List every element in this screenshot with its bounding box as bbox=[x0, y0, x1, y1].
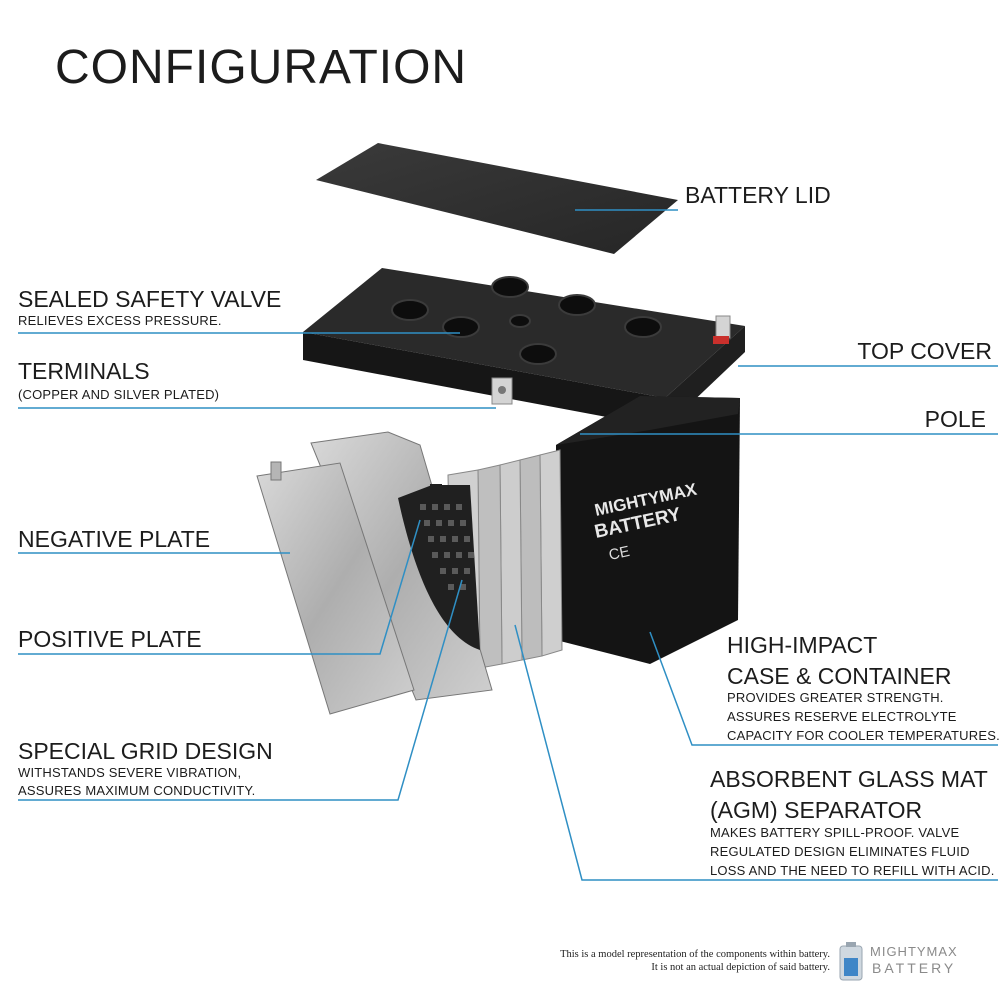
negative-plate bbox=[256, 461, 415, 715]
page-title: CONFIGURATION bbox=[55, 41, 468, 94]
logo-text-battery: BATTERY bbox=[872, 960, 957, 976]
battery-logo-icon bbox=[839, 942, 863, 981]
case-description-2: ASSURES RESERVE ELECTROLYTE bbox=[727, 709, 957, 724]
label-high-impact: HIGH-IMPACT bbox=[727, 632, 878, 658]
label-terminals: TERMINALS bbox=[18, 358, 150, 384]
svg-text:CE: CE bbox=[607, 543, 631, 564]
battery-case: MIGHTYMAX BATTERY CE bbox=[556, 396, 740, 664]
label-case-container: CASE & CONTAINER bbox=[727, 663, 952, 689]
label-sealed-safety-valve: SEALED SAFETY VALVE bbox=[18, 286, 282, 312]
grid-design-description-1: WITHSTANDS SEVERE VIBRATION, bbox=[18, 765, 242, 780]
footer-line-1: This is a model representation of the co… bbox=[560, 949, 830, 960]
label-positive-plate: POSITIVE PLATE bbox=[18, 626, 202, 652]
terminals-description: (COPPER AND SILVER PLATED) bbox=[18, 387, 220, 402]
case-description-1: PROVIDES GREATER STRENGTH. bbox=[727, 690, 944, 705]
sealed-safety-valve-description: RELIEVES EXCESS PRESSURE. bbox=[18, 313, 222, 328]
label-agm-separator: (AGM) SEPARATOR bbox=[710, 797, 923, 823]
label-battery-lid: BATTERY LID bbox=[685, 182, 831, 208]
logo-text-mightymax: MIGHTYMAX bbox=[870, 944, 958, 959]
label-special-grid-design: SPECIAL GRID DESIGN bbox=[18, 738, 273, 764]
top-cover bbox=[303, 268, 745, 428]
agm-description-1: MAKES BATTERY SPILL-PROOF. VALVE bbox=[710, 825, 960, 840]
footer-disclaimer: This is a model representation of the co… bbox=[560, 948, 830, 974]
footer-line-2: It is not an actual depiction of said ba… bbox=[651, 962, 830, 974]
leader-lines bbox=[18, 209, 998, 881]
label-top-cover: TOP COVER bbox=[857, 338, 992, 364]
label-pole: POLE bbox=[924, 406, 986, 432]
battery-lid bbox=[316, 143, 678, 254]
grid-design-description-2: ASSURES MAXIMUM CONDUCTIVITY. bbox=[18, 783, 256, 798]
case-description-3: CAPACITY FOR COOLER TEMPERATURES. bbox=[727, 728, 1000, 743]
agm-description-3: LOSS AND THE NEED TO REFILL WITH ACID. bbox=[710, 863, 995, 878]
label-negative-plate: NEGATIVE PLATE bbox=[18, 526, 211, 552]
agm-description-2: REGULATED DESIGN ELIMINATES FLUID bbox=[710, 844, 970, 859]
label-absorbent-glass-mat: ABSORBENT GLASS MAT bbox=[710, 766, 988, 792]
